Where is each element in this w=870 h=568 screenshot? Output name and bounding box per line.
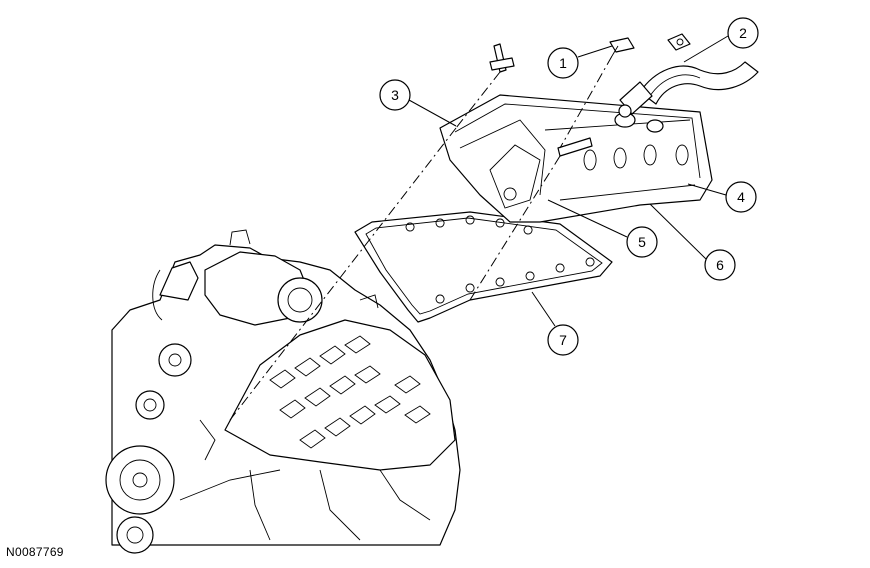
engine-assembly	[105, 229, 461, 554]
callout-4-label: 4	[737, 189, 745, 205]
callout-7: 7	[531, 291, 579, 356]
callout-5: 5	[547, 199, 658, 258]
callout-3-label: 3	[391, 87, 399, 103]
pcv-hose	[618, 33, 759, 118]
harness-clip	[609, 37, 635, 57]
callout-6-label: 6	[716, 257, 724, 273]
alignment-lines	[229, 55, 613, 421]
callout-5-label: 5	[638, 234, 646, 250]
callout-1: 1	[547, 45, 613, 79]
valve-cover-gasket	[354, 211, 613, 323]
callout-2-label: 2	[739, 25, 747, 41]
callout-6: 6	[649, 203, 736, 281]
callout-1-label: 1	[559, 55, 567, 71]
callout-3: 3	[379, 79, 457, 127]
figure-id-label: N0087769	[6, 545, 64, 559]
callout-4: 4	[687, 181, 757, 213]
valve-cover	[439, 94, 713, 223]
stud-bolt	[489, 43, 515, 73]
callout-7-label: 7	[559, 332, 567, 348]
callout-2: 2	[683, 17, 759, 63]
